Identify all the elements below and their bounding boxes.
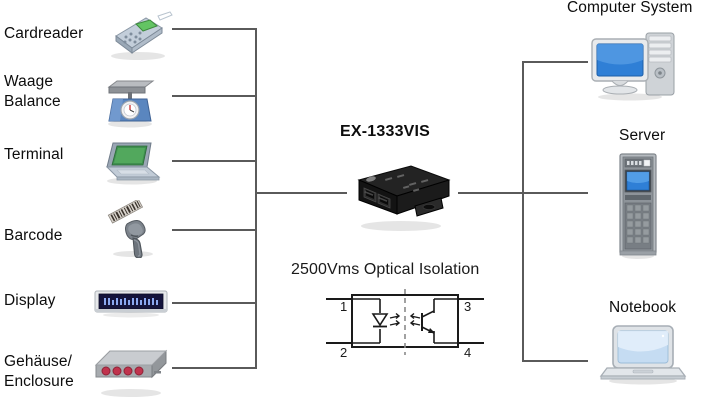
peripheral-label-display: Display — [4, 292, 56, 309]
link-cardreader — [172, 28, 257, 30]
link-balance — [172, 95, 257, 97]
pin-label-2: 2 — [340, 345, 347, 360]
scale-balance-icon — [97, 71, 163, 129]
link-display — [172, 302, 257, 304]
right-bus-vertical — [522, 61, 524, 362]
host-label-notebook: Notebook — [609, 299, 677, 316]
peripheral-label-balance: Waage Balance — [4, 73, 61, 110]
serial-interface-box-icon — [345, 158, 457, 232]
card-reader-icon — [102, 6, 174, 62]
peripheral-label-enclosure: Gehäuse/ Enclosure — [4, 353, 74, 390]
pin-label-4: 4 — [464, 345, 471, 360]
device-to-right-bus — [458, 192, 524, 194]
led-display-icon — [92, 287, 170, 319]
left-bus-to-device — [255, 192, 347, 194]
link-terminal — [172, 160, 257, 162]
peripheral-label-barcode: Barcode — [4, 227, 63, 244]
isolation-title: 2500Vms Optical Isolation — [291, 261, 480, 278]
peripheral-label-terminal: Terminal — [4, 146, 64, 163]
left-bus-vertical — [255, 28, 257, 369]
barcode-scanner-icon — [97, 200, 169, 258]
link-enclosure — [172, 367, 257, 369]
link-computer-system — [522, 61, 588, 63]
enclosure-box-icon — [88, 343, 174, 399]
pin-label-3: 3 — [464, 299, 471, 314]
device-title: EX-1333VIS — [340, 123, 431, 140]
link-server — [522, 192, 588, 194]
link-notebook — [522, 360, 588, 362]
host-label-server: Server — [619, 127, 666, 144]
desktop-computer-icon — [586, 25, 682, 101]
optocoupler-icon: 1 2 3 4 — [322, 287, 488, 368]
link-barcode — [172, 229, 257, 231]
pin-label-1: 1 — [340, 299, 347, 314]
terminal-laptop-icon — [97, 137, 167, 185]
server-rack-icon — [614, 150, 662, 260]
peripheral-label-cardreader: Cardreader — [4, 25, 84, 42]
notebook-laptop-icon — [597, 322, 689, 386]
host-label-computer-system: Computer System — [567, 0, 693, 16]
